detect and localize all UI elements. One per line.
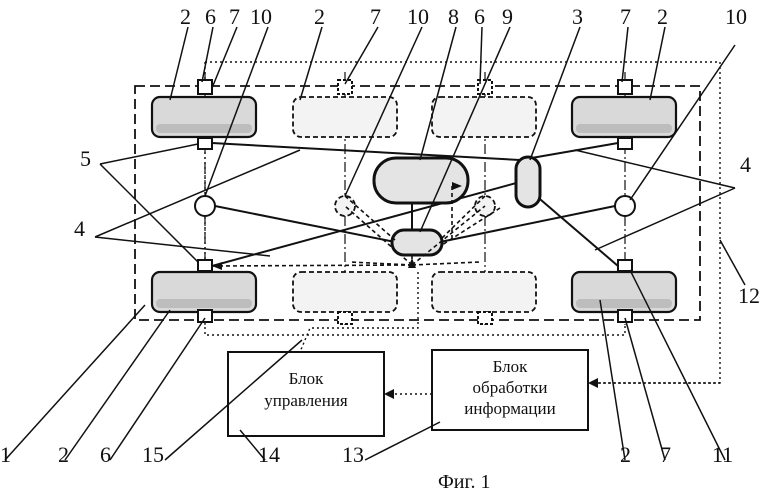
distributor	[390, 228, 444, 257]
control-unit-line2: управления	[264, 391, 348, 410]
ghost-wheel-2	[431, 96, 537, 138]
leader-lines	[4, 26, 746, 461]
bus-to-info-arrow	[588, 378, 598, 388]
label-top-9: 6	[474, 4, 485, 29]
ghost-wheel-1	[292, 96, 398, 138]
label-right-4: 4	[740, 152, 751, 177]
label-bottom-8: 7	[660, 442, 671, 467]
label-bottom-7: 2	[620, 442, 631, 467]
control-lines	[211, 186, 501, 268]
label-left-4: 4	[74, 216, 85, 241]
arrow-to-distributor	[408, 258, 416, 268]
main-tank	[372, 156, 470, 205]
label-bottom-1: 1	[0, 442, 11, 467]
label-top-12: 7	[620, 4, 631, 29]
label-top-13: 2	[657, 4, 668, 29]
valve-right	[614, 195, 636, 217]
label-top-7: 10	[407, 4, 429, 29]
figure-caption: Фиг. 1	[438, 471, 490, 493]
valve-left	[194, 195, 216, 217]
control-unit-line1: Блок	[289, 369, 325, 388]
info-unit-line2: обработки	[473, 378, 548, 397]
info-to-control-arrow	[384, 389, 394, 399]
wheel-rear-right	[570, 270, 678, 314]
arrow-to-main-tank	[452, 182, 462, 190]
control-unit-block	[227, 351, 385, 437]
sensor-ghost-1	[337, 79, 353, 95]
label-top-3: 7	[229, 4, 240, 29]
label-top-1: 2	[180, 4, 191, 29]
arrow-to-actuator-rl	[212, 262, 222, 270]
wheel-rear-left	[150, 270, 258, 314]
label-left-5: 5	[80, 146, 91, 171]
label-top-2: 6	[205, 4, 216, 29]
sensor-fr	[617, 79, 633, 95]
actuator-rl	[197, 259, 213, 272]
label-bottom-2: 2	[58, 442, 69, 467]
control-lead-15	[299, 272, 419, 353]
sensor-rr	[617, 309, 633, 323]
label-top-6: 7	[370, 4, 381, 29]
label-bottom-5: 14	[258, 442, 280, 467]
wheel-front-right	[570, 95, 678, 139]
receiver-tank	[514, 155, 542, 209]
ghost-wheel-3	[292, 271, 398, 313]
info-unit-line1: Блок	[493, 357, 529, 376]
ghost-wheel-4	[431, 271, 537, 313]
info-unit-block	[431, 349, 589, 431]
actuator-fl	[197, 137, 213, 150]
sensor-ghost-3	[337, 311, 353, 325]
sensor-ghost-4	[477, 311, 493, 325]
label-bottom-6: 13	[342, 442, 364, 467]
label-bottom-3: 6	[100, 442, 111, 467]
label-bottom-4: 15	[142, 442, 164, 467]
label-top-5: 2	[314, 4, 325, 29]
info-unit-line3: информации	[464, 399, 555, 418]
sensor-fl	[197, 79, 213, 95]
label-bottom-9: 11	[712, 442, 733, 467]
label-top-14: 10	[725, 4, 747, 29]
actuator-fr	[617, 137, 633, 150]
label-top-10: 9	[502, 4, 513, 29]
label-top-11: 3	[572, 4, 583, 29]
sensor-rl	[197, 309, 213, 323]
label-top-4: 10	[250, 4, 272, 29]
actuator-rr	[617, 259, 633, 272]
label-right-12: 12	[738, 283, 760, 308]
label-top-8: 8	[448, 4, 459, 29]
